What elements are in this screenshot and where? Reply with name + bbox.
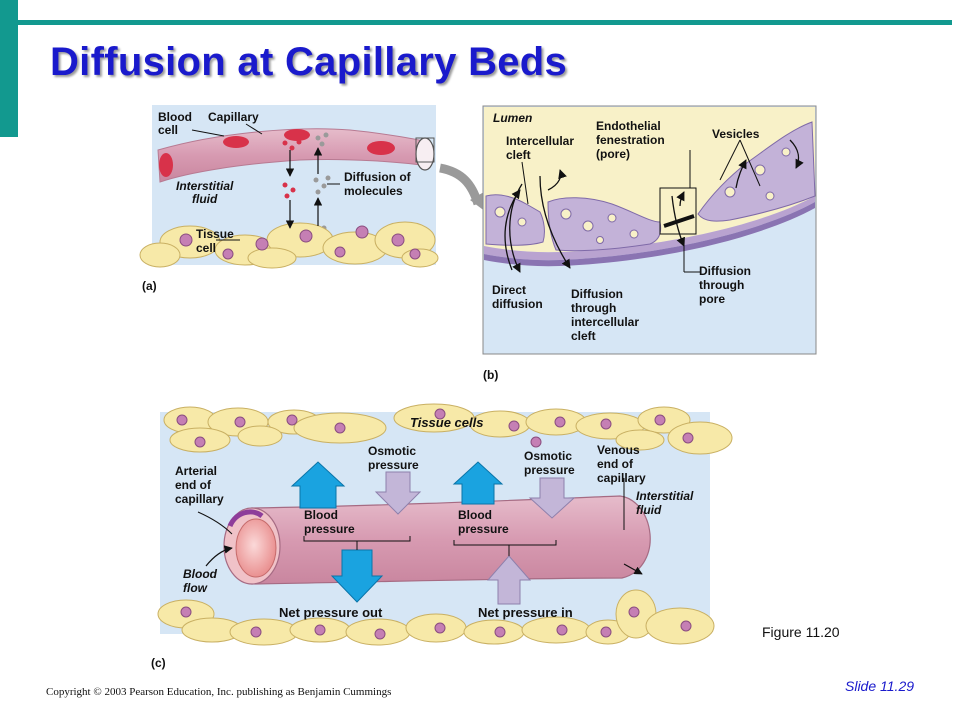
- label-blood-flow-2: flow: [183, 581, 208, 595]
- label-through-pore-1: Diffusion: [699, 264, 751, 278]
- label-osmotic-2a: Osmotic: [524, 449, 572, 463]
- red-blood-cell: [284, 129, 310, 141]
- label-venous-2: end of: [597, 457, 634, 471]
- blood-pressure-arrow-up-1: [290, 461, 346, 509]
- capillary-lumen: [235, 518, 277, 578]
- label-blood-cell-2: cell: [158, 123, 178, 137]
- label-capillary: Capillary: [208, 110, 259, 124]
- label-cleft-1: Intercellular: [506, 134, 574, 148]
- label-diffusion-1: Diffusion of: [344, 170, 412, 184]
- tissue-cells-bottom: [157, 589, 715, 646]
- endothelial-wall-highlight: [227, 509, 264, 528]
- label-blood-pressure-2a: Blood: [458, 508, 492, 522]
- accent-bar-vertical: [0, 0, 18, 137]
- zoom-box: [415, 137, 435, 163]
- fenestration-pore: [663, 214, 695, 228]
- label-fenestration-3: (pore): [596, 147, 630, 161]
- net-pressure-out-arrow: [330, 549, 384, 603]
- label-interstitial-c1: Interstitial: [636, 489, 694, 503]
- label-through-cleft-2: through: [571, 301, 616, 315]
- panel-b: Lumen Intercellular cleft Endothelial fe…: [482, 105, 817, 382]
- label-tissue-2: cell: [196, 241, 216, 255]
- copyright-notice: Copyright © 2003 Pearson Education, Inc.…: [46, 686, 392, 698]
- label-interstitial-1: Interstitial: [176, 179, 234, 193]
- label-arterial-2: end of: [175, 478, 212, 492]
- label-through-pore-3: pore: [699, 292, 725, 306]
- label-blood-flow-1: Blood: [183, 567, 218, 581]
- panel-c: Tissue cells Arterial end of capillary O…: [151, 403, 733, 670]
- basement-membrane: [484, 196, 815, 261]
- bracket-venous: [453, 540, 557, 546]
- label-tissue-cells: Tissue cells: [410, 415, 483, 430]
- label-interstitial-2: fluid: [192, 192, 218, 206]
- label-net-out: Net pressure out: [279, 605, 383, 620]
- label-interstitial-c2: fluid: [636, 503, 662, 517]
- zoom-connector-arrow: [438, 163, 483, 206]
- label-blood-cell-1: Blood: [158, 110, 192, 124]
- label-arterial-3: capillary: [175, 492, 224, 506]
- label-through-pore-2: through: [699, 278, 744, 292]
- panel-a-tag: (a): [142, 279, 157, 293]
- label-tissue-1: Tissue: [196, 227, 234, 241]
- label-venous-3: capillary: [597, 471, 646, 485]
- label-direct-1: Direct: [492, 283, 526, 297]
- label-arterial-1: Arterial: [175, 464, 217, 478]
- label-diffusion-2: molecules: [344, 184, 403, 198]
- red-blood-cell: [223, 136, 249, 148]
- basement-membrane-edge: [484, 202, 815, 267]
- label-osmotic-2b: pressure: [524, 463, 575, 477]
- label-osmotic-1a: Osmotic: [368, 444, 416, 458]
- panel-b-tag: (b): [483, 368, 498, 382]
- tissue-cells-top: [163, 403, 733, 455]
- slide-number: Slide 11.29: [845, 678, 915, 694]
- red-blood-cell: [159, 153, 173, 177]
- label-lumen: Lumen: [493, 111, 532, 125]
- slide-title: Diffusion at Capillary Beds: [50, 40, 568, 84]
- label-through-cleft-3: intercellular: [571, 315, 639, 329]
- label-venous-1: Venous: [597, 443, 640, 457]
- label-direct-2: diffusion: [492, 297, 543, 311]
- figure-caption: Figure 11.20: [762, 624, 840, 640]
- label-blood-pressure-1a: Blood: [304, 508, 338, 522]
- vesicles: [494, 147, 791, 244]
- label-through-cleft-1: Diffusion: [571, 287, 623, 301]
- label-fenestration-2: fenestration: [596, 133, 665, 147]
- capillary-cross-section: [415, 137, 435, 171]
- label-blood-pressure-2b: pressure: [458, 522, 509, 536]
- panel-c-tag: (c): [151, 656, 166, 670]
- label-fenestration-1: Endothelial: [596, 119, 661, 133]
- pore-highlight-box: [659, 187, 697, 235]
- label-net-in: Net pressure in: [478, 605, 573, 620]
- tissue-cells-a: [139, 221, 439, 269]
- net-pressure-in-arrow: [486, 555, 532, 605]
- panel-a: Blood cell Capillary Interstitial fluid …: [139, 105, 439, 293]
- label-osmotic-1b: pressure: [368, 458, 419, 472]
- osmotic-arrow-down-2: [528, 477, 576, 519]
- accent-bar-horizontal: [18, 20, 952, 25]
- zoom-connector-arrowhead: [470, 192, 486, 212]
- blood-pressure-arrow-up-2: [452, 461, 504, 505]
- red-blood-cell: [367, 141, 395, 155]
- label-cleft-2: cleft: [506, 148, 531, 162]
- label-through-cleft-4: cleft: [571, 329, 596, 343]
- label-blood-pressure-1b: pressure: [304, 522, 355, 536]
- osmotic-arrow-down-1: [374, 471, 422, 515]
- label-vesicles: Vesicles: [712, 127, 760, 141]
